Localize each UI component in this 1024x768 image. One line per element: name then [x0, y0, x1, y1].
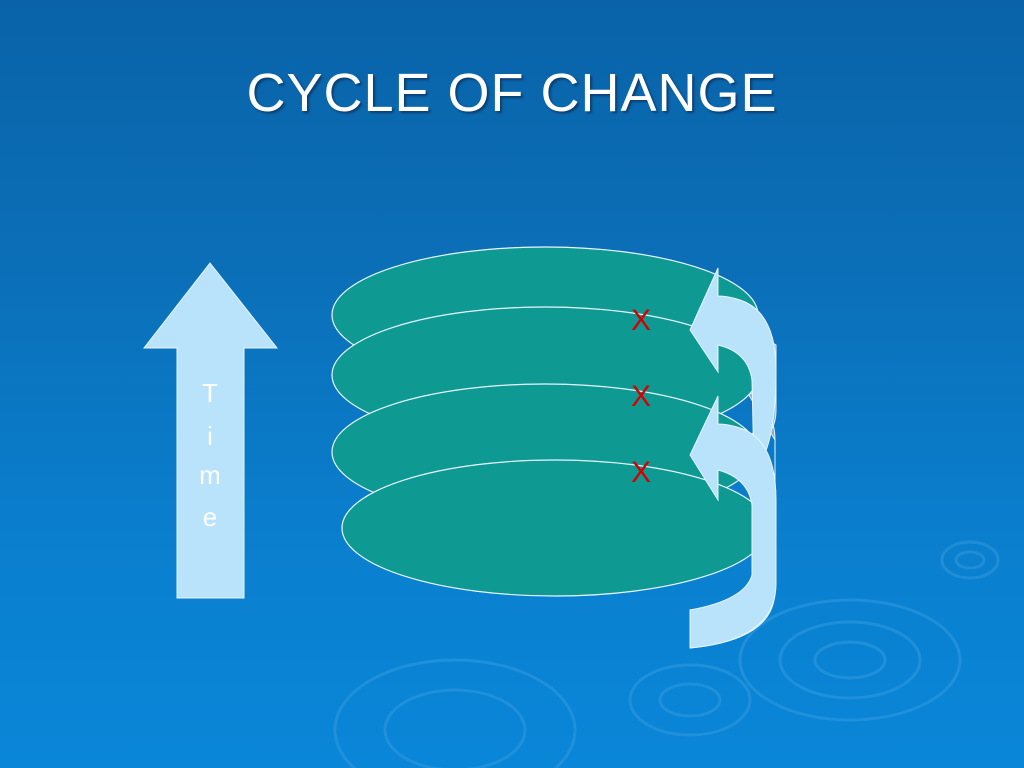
- curved-arrow-lower: [689, 395, 777, 649]
- time-letter: e: [203, 502, 217, 532]
- time-arrow: T i m e: [142, 262, 279, 599]
- x-mark: X: [631, 304, 651, 337]
- curved-up-arrow-icon: [689, 395, 777, 649]
- x-mark: X: [631, 380, 651, 413]
- x-mark: X: [631, 456, 651, 489]
- time-letter: i: [207, 421, 213, 451]
- time-letter: T: [202, 378, 218, 408]
- curved-up-arrow-icon: [689, 267, 777, 472]
- slide-title: CYCLE OF CHANGE: [246, 63, 778, 123]
- up-arrow-shape: [142, 262, 279, 599]
- time-letter: m: [199, 460, 221, 490]
- water-ripple-decoration: [333, 540, 1000, 768]
- cycle-layer-4: [341, 459, 769, 597]
